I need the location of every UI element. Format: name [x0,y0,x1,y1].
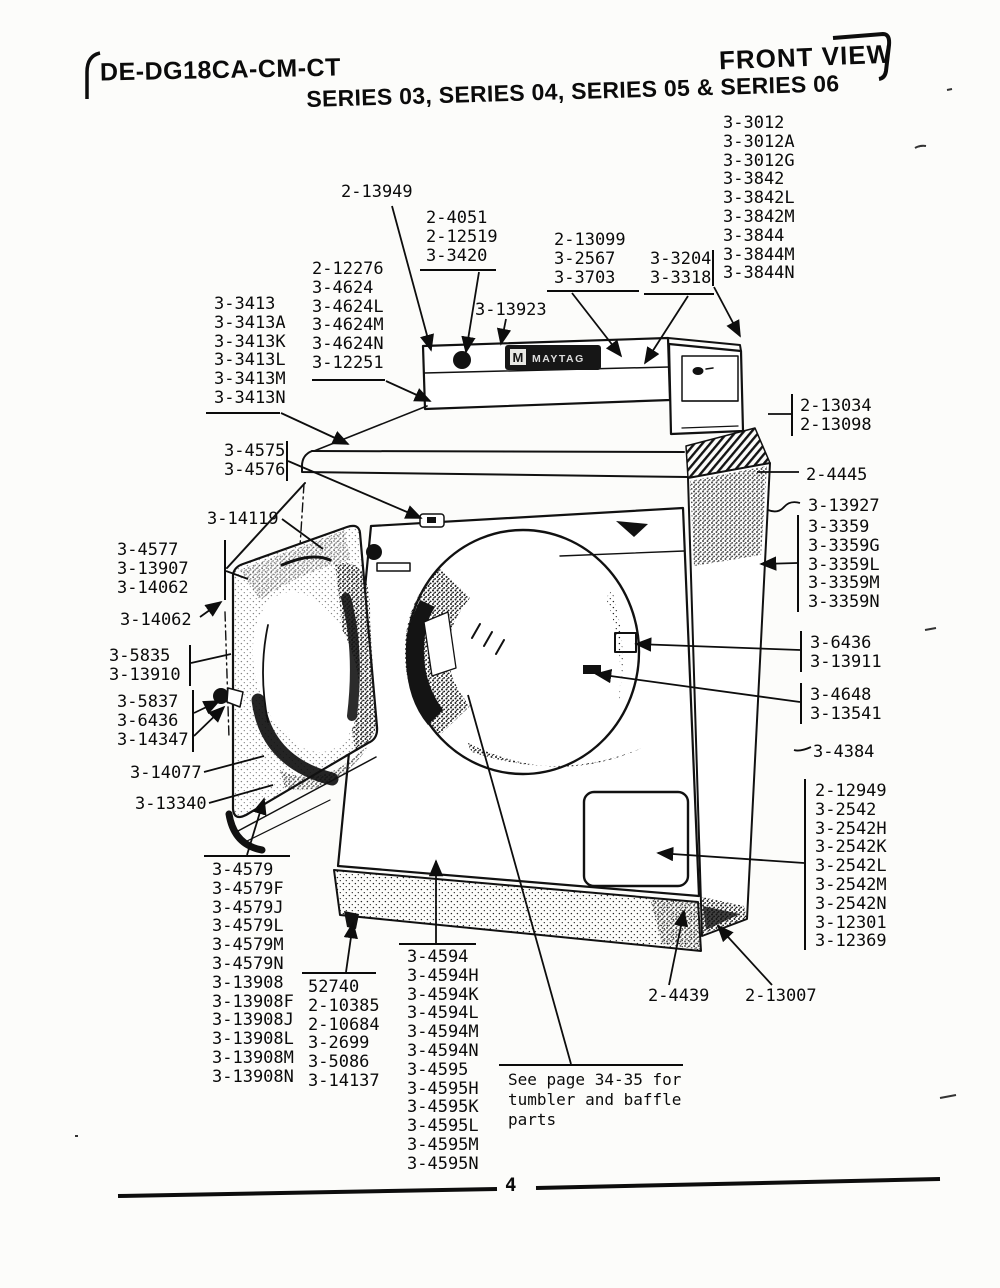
header-brackets [85,31,892,99]
hinge-pin [366,544,382,560]
baffle [423,611,457,677]
model-title: DE-DG18CA-CM-CT [99,53,342,87]
console-knob [692,367,704,375]
strike-slot [376,562,411,572]
scan-marks [75,88,957,1137]
door-window [252,591,360,753]
cabinet-top [301,405,771,479]
control-panel: M MAYTAG [421,336,672,411]
door-latch [213,688,229,704]
svg-text:M: M [513,350,524,365]
page-number: 4 [505,1174,517,1196]
opening-clip [583,665,601,674]
footer-rules [117,1177,941,1198]
leader-lines [190,205,812,1065]
loading-door [213,482,379,854]
console-end-box [667,337,745,436]
timer-knob [453,351,471,369]
drum-opening [405,528,642,776]
svg-text:MAYTAG: MAYTAG [532,353,585,365]
side-panel [687,462,771,937]
maytag-badge: M MAYTAG [505,345,601,370]
leveling-leg [344,911,359,929]
access-panel [582,790,690,888]
